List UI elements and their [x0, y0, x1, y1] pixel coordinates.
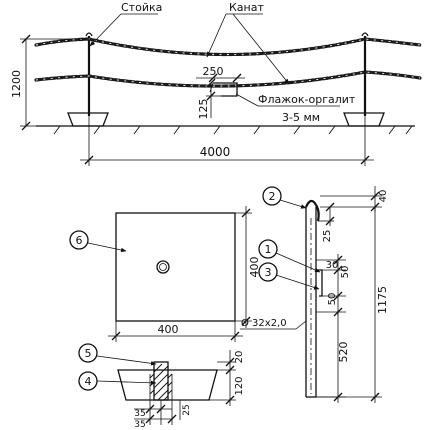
base-hole-inner [159, 263, 167, 271]
callout-2-leader [279, 199, 307, 209]
flag-thickness: 3-5 мм [282, 111, 320, 124]
upper-rope [34, 37, 422, 57]
flag-width-ticks [208, 73, 242, 83]
depth-dim-value: 400 [248, 257, 261, 278]
flag-label: Флажок-оргалит [258, 93, 356, 106]
callout-2: 2 [269, 190, 276, 203]
post-detail: 2 1 3 40 25 30 50 50 520 [240, 186, 389, 403]
rope-leader-lower [232, 13, 290, 85]
pipe-cap-hook [304, 199, 320, 222]
flag-width-value: 250 [203, 65, 224, 78]
sec-bottom-ticks [145, 404, 177, 424]
right-base-block [343, 112, 385, 127]
callout-3-leader [275, 274, 320, 290]
dim-25: 25 [322, 230, 333, 243]
callout-5-circle [78, 343, 98, 363]
post-label: Стойка [121, 1, 162, 14]
base-hole-circle [156, 260, 170, 274]
base-plan: 6 400 400 [69, 206, 261, 342]
lower-rope [34, 70, 422, 88]
pipe-spec: Ø 32x2,0 [241, 317, 287, 329]
callout-2-circle [262, 186, 282, 206]
dim-50-a: 50 [340, 266, 351, 279]
width-ticks [111, 331, 240, 341]
left-post-hook [85, 32, 93, 37]
flag-plate [213, 82, 238, 97]
callout-1: 1 [265, 243, 272, 256]
flag-leader [235, 93, 259, 107]
callout-4-leader [96, 380, 157, 386]
right-post-hook [361, 32, 369, 37]
sec-dim-35a: 35 [134, 409, 145, 419]
callout-4: 4 [85, 375, 92, 388]
sec-vert-ticks [225, 357, 235, 405]
callout-5: 5 [85, 347, 92, 360]
callout-1-circle [258, 239, 278, 259]
dim-1175: 1175 [376, 286, 389, 314]
callout-6-circle [69, 230, 89, 250]
ground-hatching [53, 125, 413, 135]
left-base-block [67, 112, 109, 127]
barrier-elevation: Стойка Канат Флажок-оргалит 3-5 мм 1200 … [10, 1, 422, 166]
height-ticks [21, 34, 31, 131]
dim50-ticks [333, 255, 343, 317]
flag-height-value: 125 [197, 99, 210, 120]
pipe-spec-leader [295, 320, 307, 330]
sec-dim-20: 20 [234, 351, 245, 364]
dim25-ticks [325, 202, 335, 226]
sec-dim-35b: 35 [134, 420, 145, 430]
callout-1-leader [275, 252, 321, 273]
width-dim-value: 400 [158, 323, 179, 336]
sec-dim-120: 120 [234, 376, 245, 395]
callout-6: 6 [76, 234, 83, 247]
flag-bracket [316, 269, 323, 297]
dim1175-ticks [370, 392, 380, 402]
dim-520: 520 [337, 342, 350, 363]
span-ticks [84, 155, 370, 165]
post-leader [89, 13, 122, 47]
callout-6-leader [87, 242, 127, 253]
flag-edge [209, 82, 214, 93]
rope-label: Канат [229, 1, 264, 14]
callout-3-circle [258, 262, 278, 282]
rope-leader-upper [206, 13, 227, 58]
section-hatching [149, 363, 173, 401]
base-section: 5 4 20 120 35 35 25 [78, 343, 245, 430]
flag-height-ticks [206, 78, 216, 101]
dim-50-b: 50 [327, 293, 338, 306]
height-dim-value: 1200 [10, 70, 23, 98]
callout-5-leader [96, 355, 157, 366]
base-plate-square [115, 212, 236, 322]
span-dim-value: 4000 [200, 145, 231, 159]
depth-ticks [241, 208, 251, 326]
dim-30: 30 [326, 260, 339, 271]
callout-3: 3 [265, 266, 272, 279]
sec-dim-25: 25 [182, 404, 192, 415]
dim-40: 40 [378, 190, 389, 203]
